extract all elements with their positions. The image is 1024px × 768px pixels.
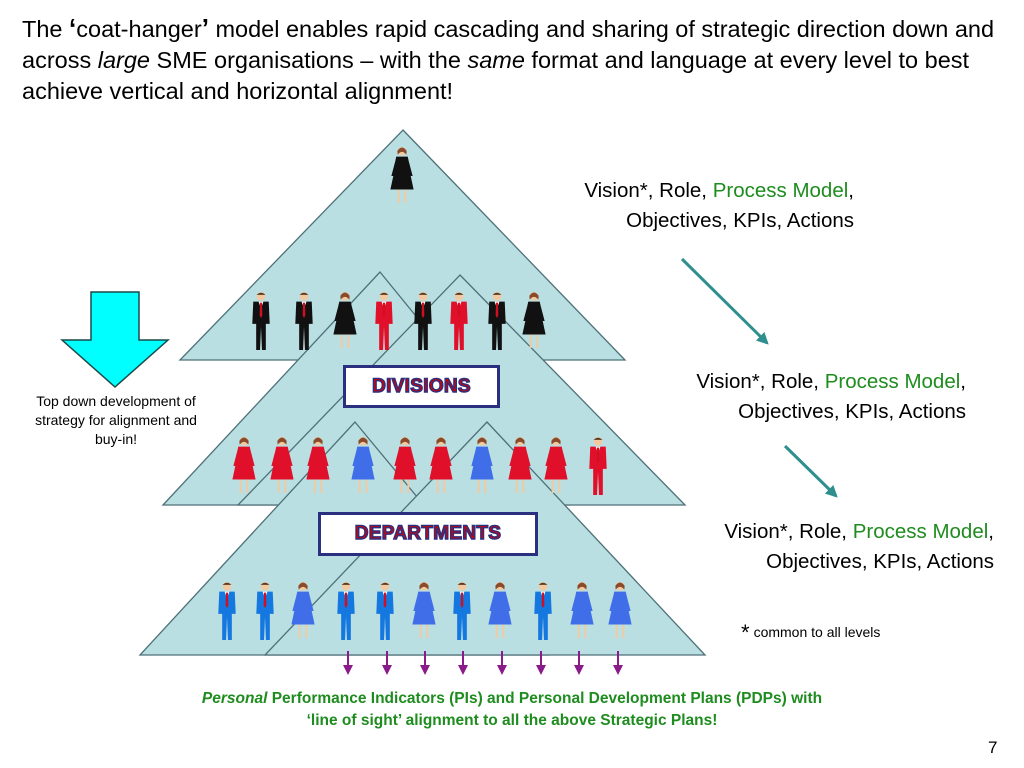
- person-icon: [429, 437, 453, 494]
- level-2-label: Vision*, Role, Process Model, Objectives…: [696, 370, 966, 423]
- person-icon: [218, 582, 236, 640]
- person-icon: [488, 292, 506, 350]
- person-icon: [390, 147, 414, 204]
- departments-box: DEPARTMENTS: [318, 512, 538, 556]
- person-icon: [256, 582, 274, 640]
- down-arrow-caption: Top down development of strategy for ali…: [35, 393, 197, 447]
- person-icon: [450, 292, 468, 350]
- person-icon: [232, 437, 256, 494]
- person-icon: [453, 582, 471, 640]
- person-icon: [570, 582, 594, 639]
- cascade-arrow-2: [783, 444, 838, 498]
- slide-number: 7: [988, 738, 998, 757]
- person-icon: [375, 292, 393, 350]
- person-icon: [376, 582, 394, 640]
- level-1-label: Vision*, Role, Process Model, Objectives…: [584, 179, 854, 232]
- person-icon: [393, 437, 417, 494]
- person-icon: [508, 437, 532, 494]
- person-icon: [544, 437, 568, 494]
- person-icon: [333, 292, 357, 349]
- bottom-statement: Personal Performance Indicators (PIs) an…: [201, 690, 823, 729]
- cascade-arrow-1: [680, 257, 769, 345]
- person-icon: [414, 292, 432, 350]
- footnote: *common to all levels: [741, 620, 881, 645]
- person-icon: [522, 292, 546, 349]
- person-icon: [589, 437, 607, 495]
- slide-title: The ‘coat-hanger’ model enables rapid ca…: [22, 13, 995, 104]
- divisions-box: DIVISIONS: [343, 365, 500, 408]
- person-icon: [608, 582, 632, 639]
- person-icon: [291, 582, 315, 639]
- level-3-label: Vision*, Role, Process Model, Objectives…: [724, 520, 994, 573]
- person-icon: [412, 582, 436, 639]
- person-icon: [470, 437, 494, 494]
- person-icon: [270, 437, 294, 494]
- down-arrow-icon: [60, 291, 170, 389]
- person-icon: [252, 292, 270, 350]
- person-icon: [295, 292, 313, 350]
- person-icon: [337, 582, 355, 640]
- person-icon: [351, 437, 375, 494]
- person-icon: [534, 582, 552, 640]
- person-icon: [488, 582, 512, 639]
- person-icon: [306, 437, 330, 494]
